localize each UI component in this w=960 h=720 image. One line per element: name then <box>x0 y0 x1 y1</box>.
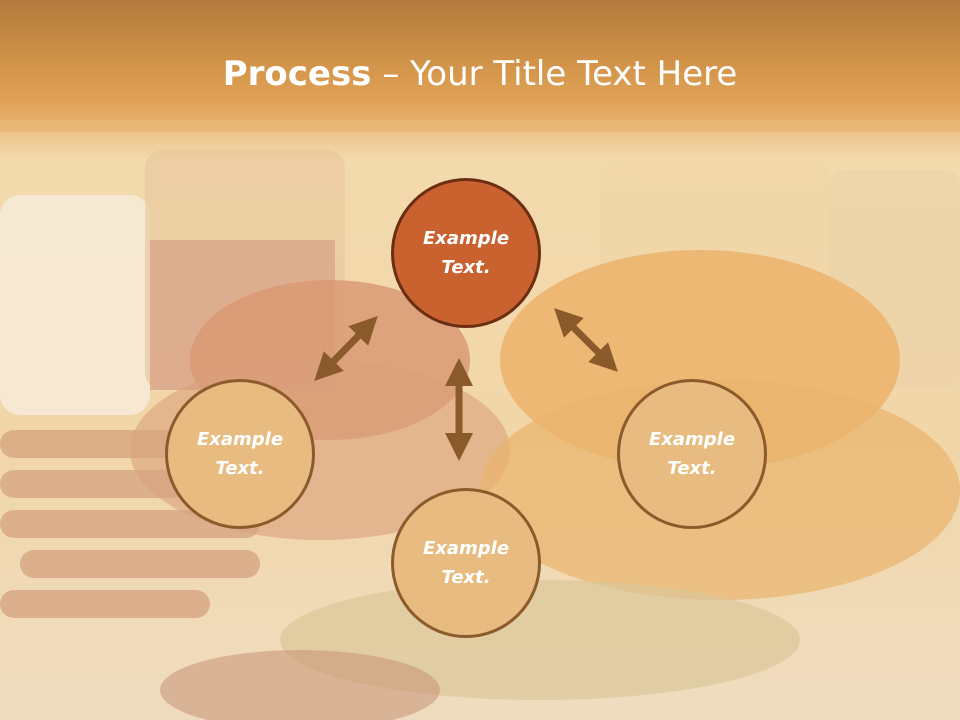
node-bottom-line2: Text. <box>441 567 491 588</box>
node-left: Example Text. <box>165 379 315 529</box>
arrow-top-right <box>554 308 618 372</box>
node-right-label: Example Text. <box>632 425 752 483</box>
node-top-line2: Text. <box>441 257 491 278</box>
node-top-label: Example Text. <box>406 224 526 282</box>
node-right: Example Text. <box>617 379 767 529</box>
title-bar <box>0 0 960 132</box>
node-left-line2: Text. <box>215 458 265 479</box>
node-bottom-line1: Example <box>422 538 510 559</box>
node-bottom-label: Example Text. <box>406 534 526 592</box>
node-right-line2: Text. <box>667 458 717 479</box>
title-regular: – Your Title Text Here <box>371 54 738 94</box>
node-left-line1: Example <box>196 429 284 450</box>
title-bold: Process <box>222 54 372 94</box>
slide-title: Process – Your Title Text Here <box>0 52 960 96</box>
node-top-line1: Example <box>422 228 510 249</box>
node-right-line1: Example <box>648 429 736 450</box>
node-left-label: Example Text. <box>180 425 300 483</box>
title-bar-fade <box>0 120 960 160</box>
node-top: Example Text. <box>391 178 541 328</box>
arrow-top-left <box>314 315 378 382</box>
node-bottom: Example Text. <box>391 488 541 638</box>
